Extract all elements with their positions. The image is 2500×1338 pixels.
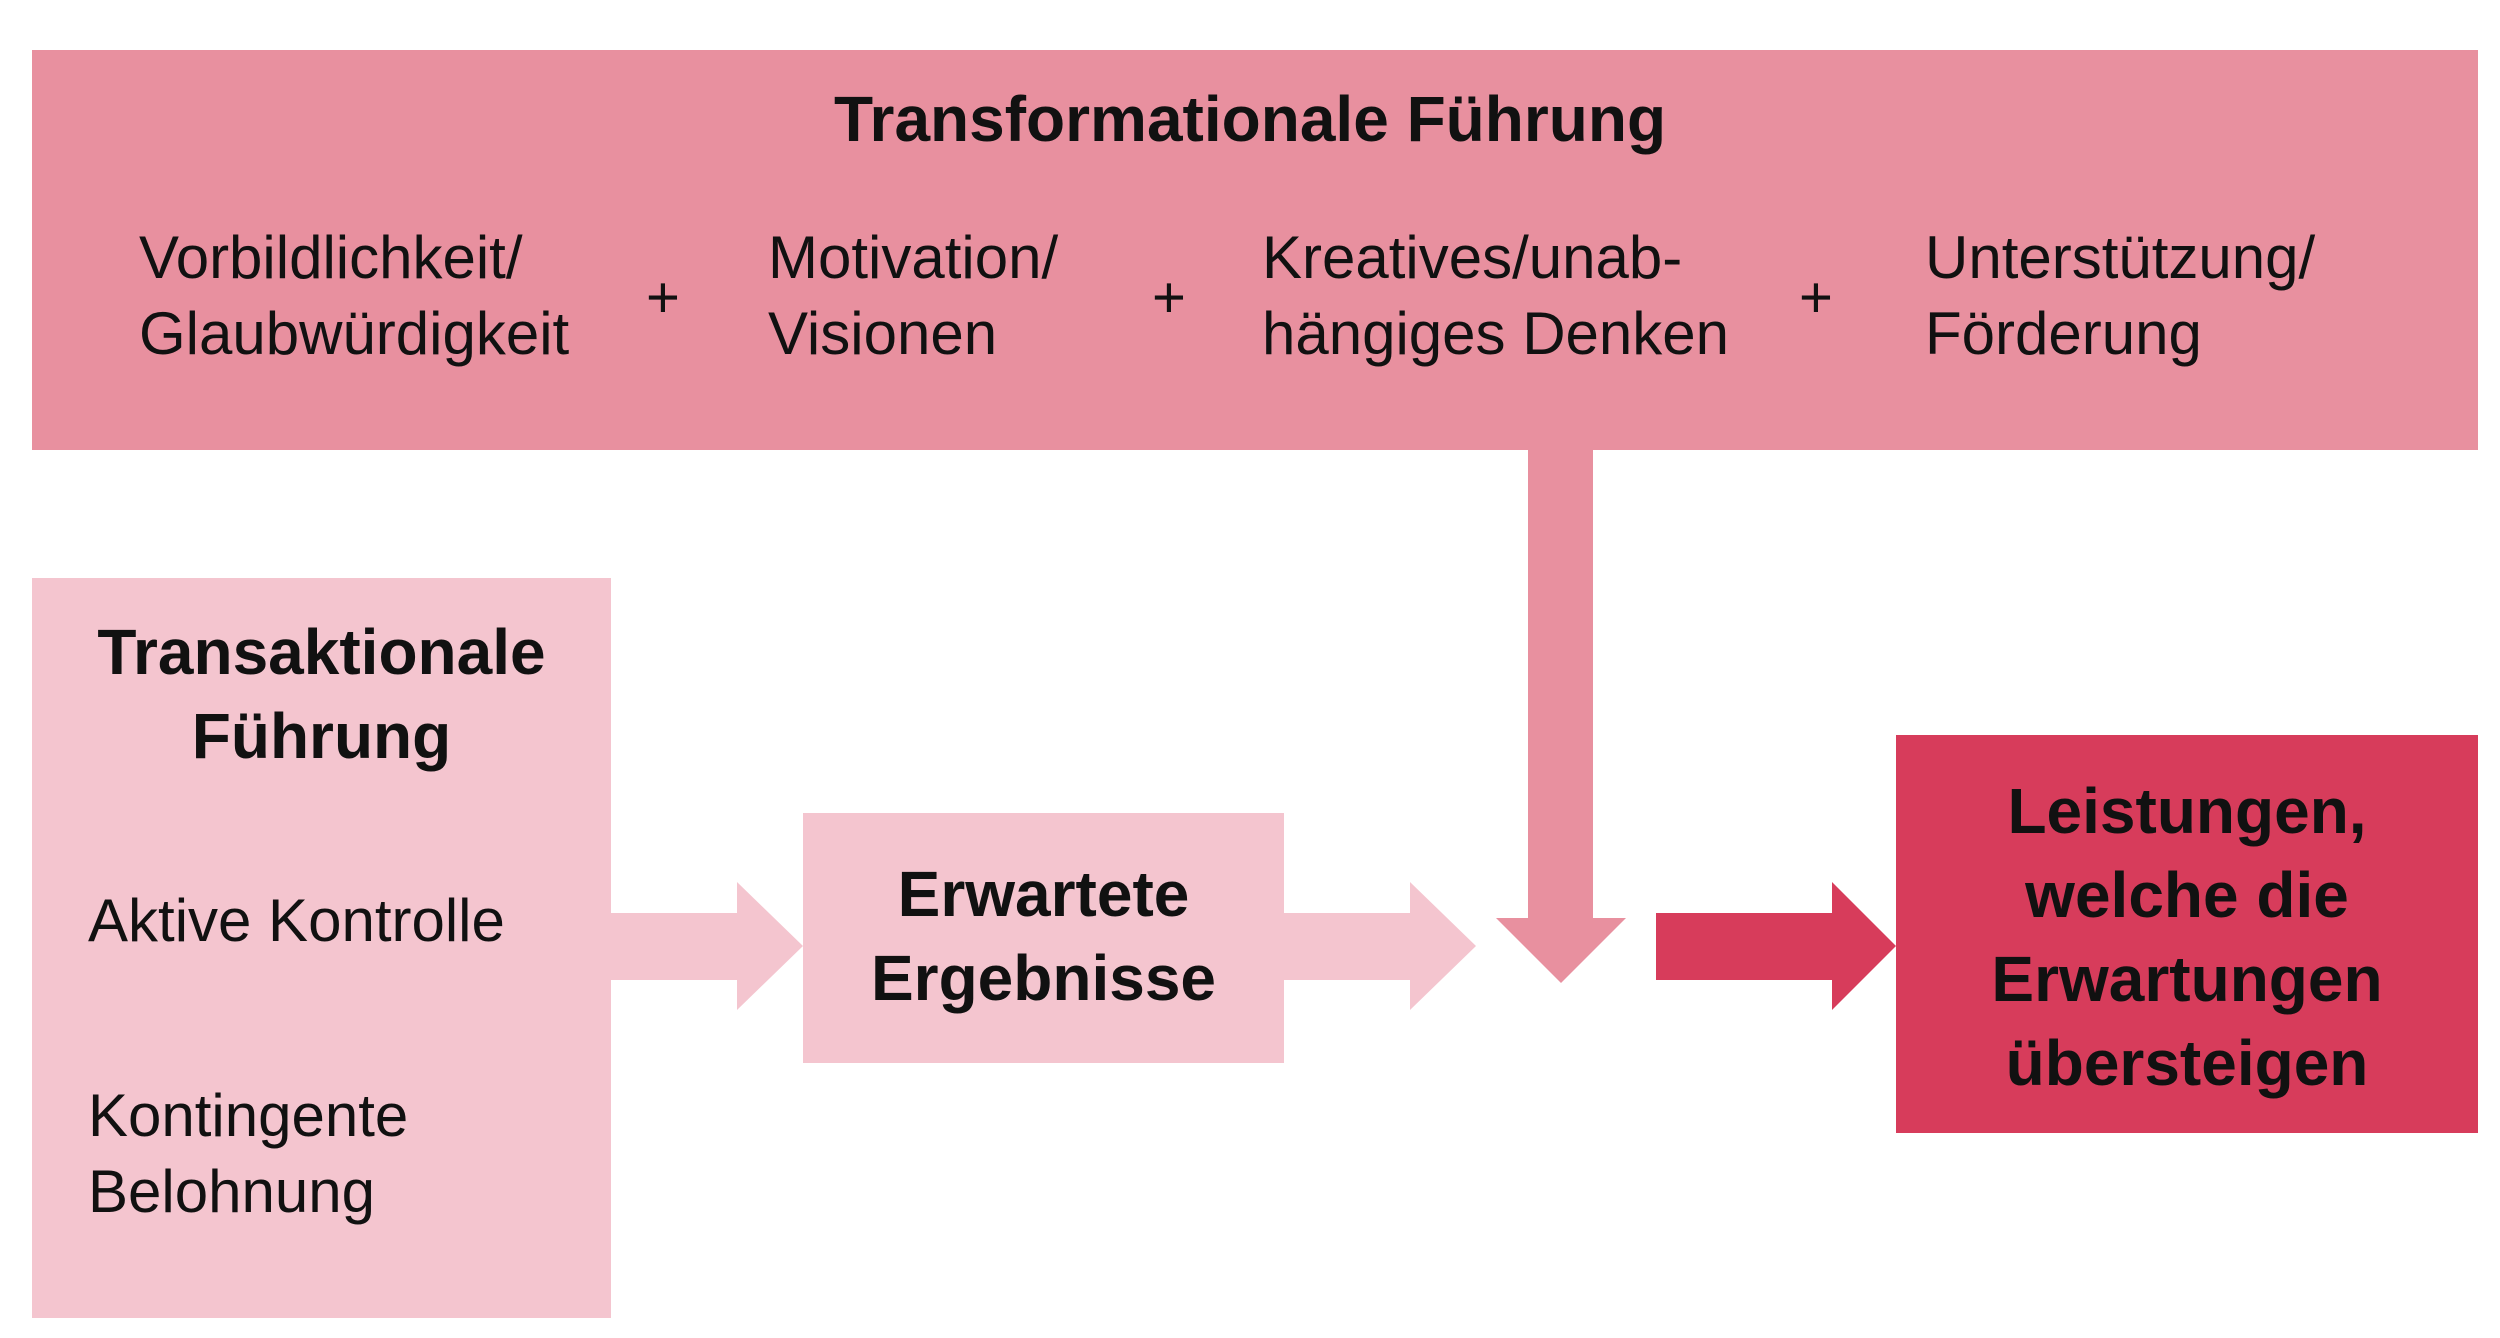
- factor-creative-thinking-line1: Kreatives/unab-: [1262, 224, 1683, 291]
- expected-results-line2: Ergebnisse: [870, 942, 1217, 1014]
- plus-sign-1: +: [646, 265, 680, 330]
- result-line1: Leistungen,: [2007, 775, 2367, 847]
- transactional-item-active-control: Aktive Kontrolle: [88, 887, 505, 954]
- transactional-item-contingent-reward: Kontingente Belohnung: [88, 1078, 408, 1230]
- factor-role-model-line2: Glaubwürdigkeit: [139, 300, 570, 367]
- factor-support: Unterstützung/ Förderung: [1925, 220, 2315, 372]
- transformational-leadership-title: Transformationale Führung: [833, 83, 1667, 155]
- transactional-title-line2: Führung: [191, 700, 452, 772]
- arrow-to-result: [1656, 882, 1896, 1010]
- result-line3: Erwartungen: [1991, 943, 2383, 1015]
- factor-support-line1: Unterstützung/: [1925, 224, 2316, 291]
- transactional-title-line1: Transaktionale: [97, 616, 546, 688]
- transactional-leadership-title: Transaktionale Führung: [32, 610, 611, 778]
- expected-results-label: Erwartete Ergebnisse: [803, 852, 1284, 1020]
- arrow-transactional-to-expected: [611, 882, 803, 1010]
- arrow-transformational-down: [1496, 450, 1626, 983]
- transactional-leadership-box: [32, 578, 611, 1318]
- contingent-reward-line1: Kontingente: [88, 1082, 409, 1149]
- result-line2: welche die: [2025, 859, 2349, 931]
- arrow-expected-to-junction: [1284, 882, 1476, 1010]
- contingent-reward-line2: Belohnung: [88, 1158, 375, 1225]
- exceeding-performance-box: [1896, 735, 2478, 1133]
- factor-role-model-line1: Vorbildlichkeit/: [139, 224, 523, 291]
- factor-role-model: Vorbildlichkeit/ Glaubwürdigkeit: [139, 220, 569, 372]
- factor-motivation-line2: Visionen: [768, 300, 998, 367]
- result-line4: übersteigen: [2005, 1027, 2369, 1099]
- expected-results-line1: Erwartete: [897, 858, 1190, 930]
- plus-sign-2: +: [1152, 265, 1186, 330]
- factor-motivation-line1: Motivation/: [768, 224, 1059, 291]
- factor-creative-thinking-line2: hängiges Denken: [1262, 300, 1730, 367]
- factor-creative-thinking: Kreatives/unab- hängiges Denken: [1262, 220, 1729, 372]
- plus-sign-3: +: [1799, 265, 1833, 330]
- factor-motivation: Motivation/ Visionen: [768, 220, 1058, 372]
- transformational-leadership-box: [32, 50, 2478, 450]
- exceeding-performance-label: Leistungen, welche die Erwartungen übers…: [1896, 769, 2478, 1105]
- factor-support-line2: Förderung: [1925, 300, 2202, 367]
- expected-results-box: [803, 813, 1284, 1063]
